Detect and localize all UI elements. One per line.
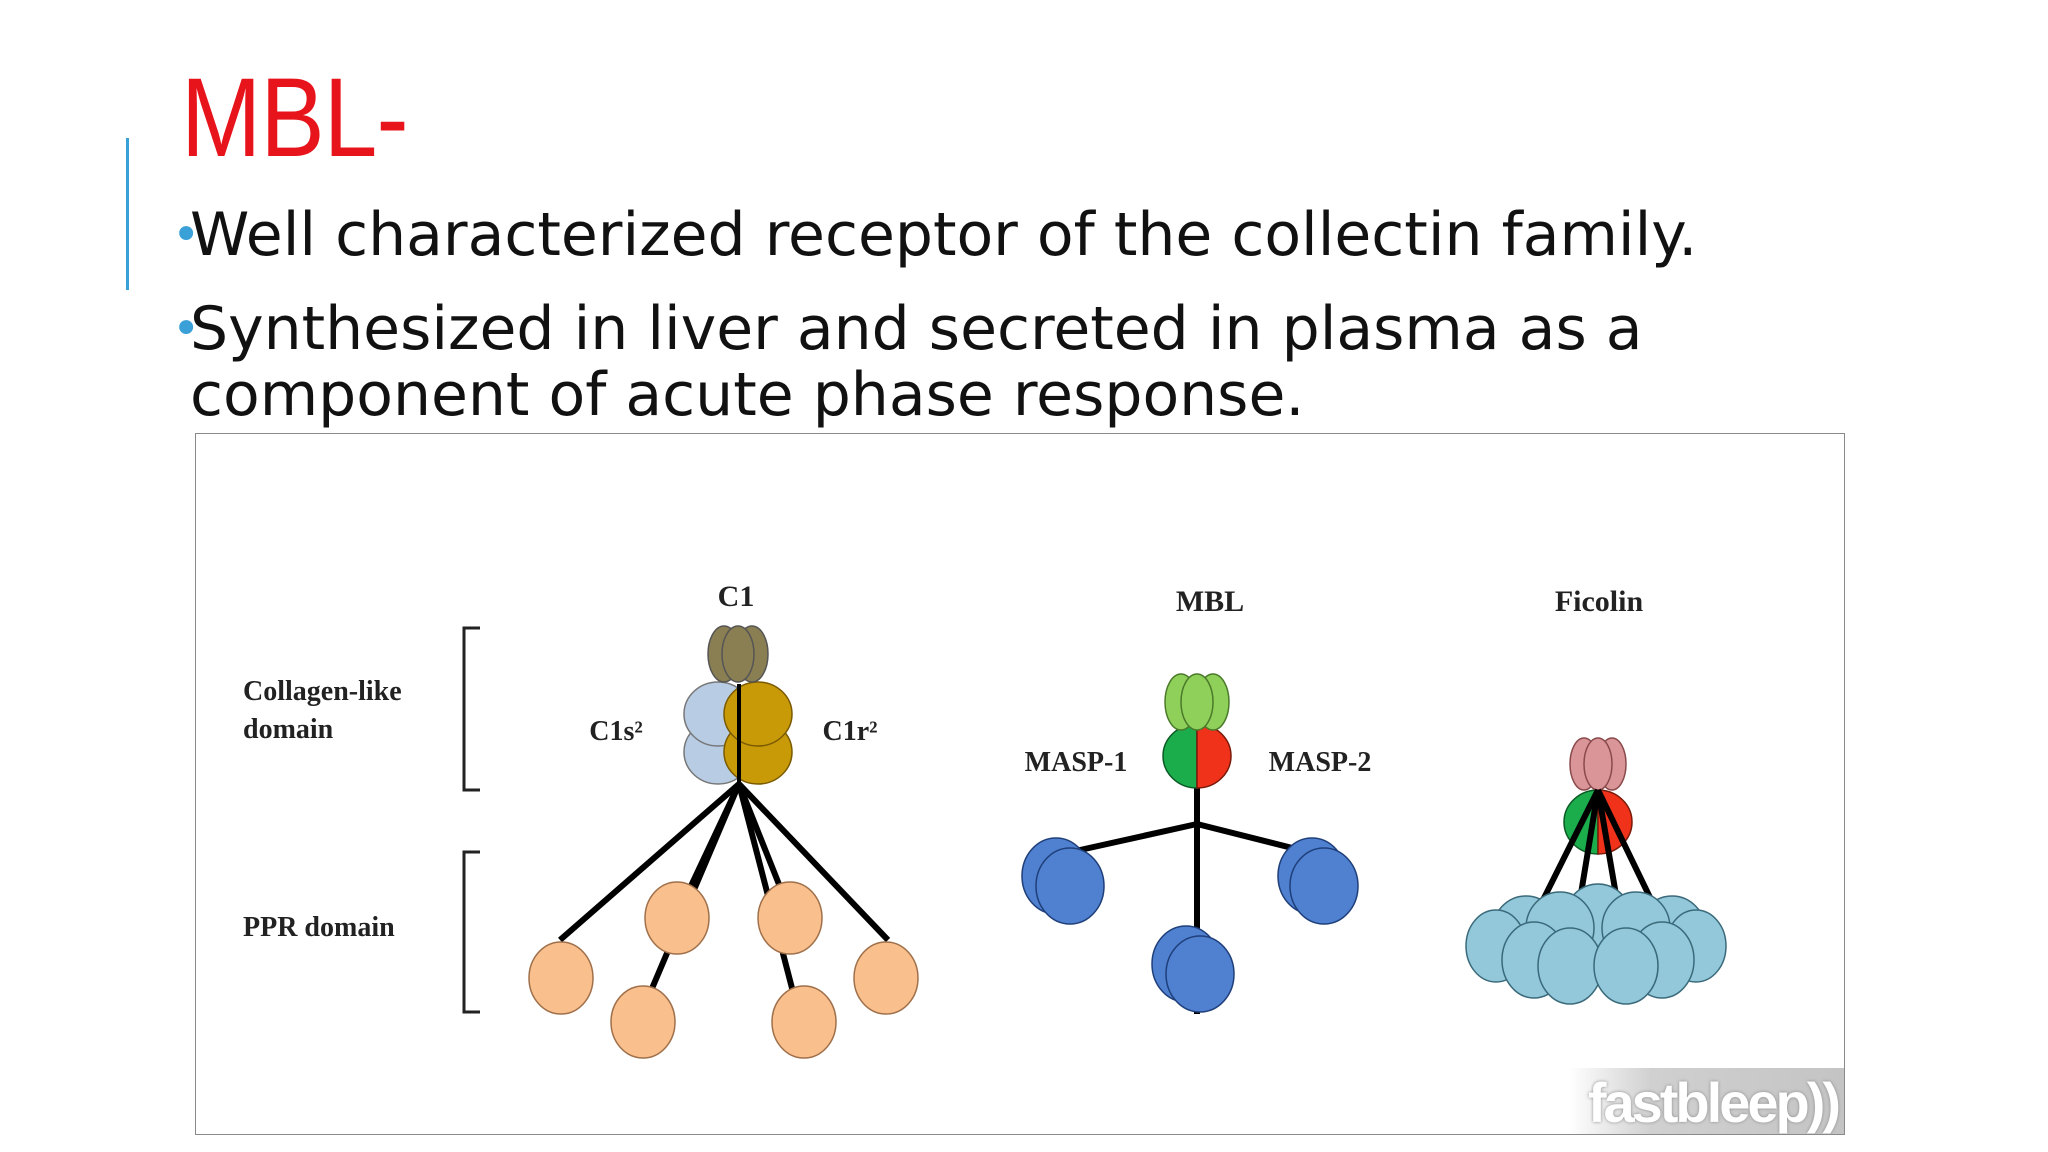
c1-title: C1 — [718, 580, 755, 613]
c1r-subunit — [723, 681, 793, 785]
ppr-label: PPR domain — [243, 912, 395, 943]
mbl-globular-heads — [1021, 837, 1359, 1013]
watermark-text: fastbleep)) — [1587, 1071, 1841, 1134]
c1s-label: C1s² — [589, 716, 643, 747]
masp1-label: MASP-1 — [1025, 747, 1128, 778]
ficolin-head — [1569, 737, 1627, 791]
bullet-text: Synthesized in liver and secreted in pla… — [190, 294, 1643, 430]
watermark-logo: fastbleep)) — [1569, 1068, 1844, 1134]
ppr-bracket — [462, 850, 480, 1014]
bullet-item: • Well characterized receptor of the col… — [172, 202, 1872, 268]
c1q-head — [707, 625, 769, 683]
diagram-figure: Collagen-like domain PPR domain C1 C1s² … — [195, 433, 1845, 1135]
c1-stems — [558, 781, 891, 1021]
c1-globular-heads — [528, 881, 919, 1059]
mbl-title: MBL — [1176, 585, 1244, 618]
slide-title: MBL- — [181, 55, 409, 180]
collagen-bracket — [462, 626, 480, 792]
lectin-pathway-diagram: Collagen-like domain PPR domain C1 C1s² … — [243, 580, 1727, 1059]
ficolin-molecule — [1465, 737, 1727, 1005]
masp1-subunit — [1162, 723, 1198, 789]
ficolin-globular-heads — [1465, 883, 1727, 1005]
bullet-list: • Well characterized receptor of the col… — [172, 202, 1872, 456]
masp2-subunit — [1196, 723, 1232, 789]
masp2-label: MASP-2 — [1269, 747, 1372, 778]
bullet-text: Well characterized receptor of the colle… — [190, 200, 1698, 270]
c1-molecule — [528, 625, 919, 1059]
collagen-label-line2: domain — [243, 714, 334, 745]
c1r-label: C1r² — [822, 716, 877, 747]
bullet-dot-icon: • — [172, 207, 201, 263]
mbl-molecule — [1021, 673, 1359, 1014]
bullet-dot-icon: • — [172, 301, 201, 357]
collagen-label-line1: Collagen-like — [243, 676, 402, 707]
accent-bar — [126, 138, 129, 290]
ficolin-title: Ficolin — [1555, 585, 1644, 618]
mbl-head — [1164, 673, 1230, 731]
bullet-item: • Synthesized in liver and secreted in p… — [172, 296, 1872, 428]
